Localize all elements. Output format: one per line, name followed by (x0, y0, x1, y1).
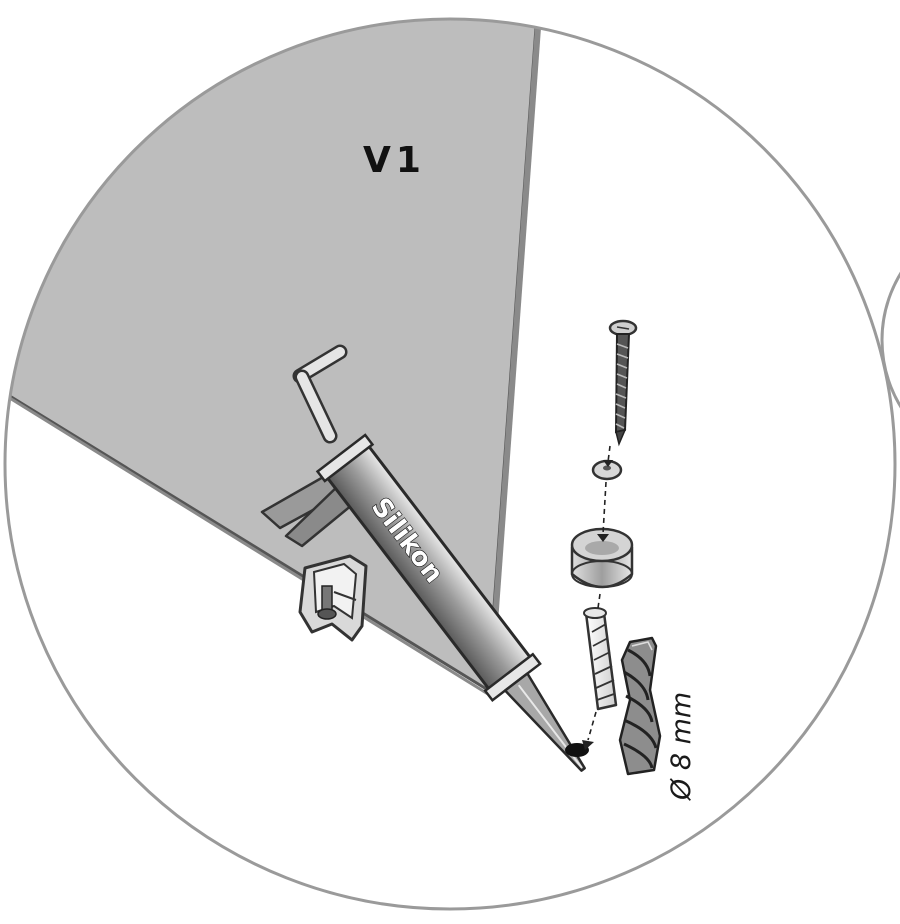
arrowheads (582, 460, 613, 750)
drill-hole-icon (565, 743, 589, 757)
silicone-cartridge-icon: Silikon (260, 433, 586, 772)
wall-plug-icon (583, 607, 618, 711)
rubber-cap-icon (570, 527, 634, 589)
glass-panel-edge (487, 19, 543, 693)
drill-bit-icon (618, 636, 662, 776)
glass-panel-bottom-edge (5, 390, 489, 696)
detail-circle-outline (3, 17, 897, 911)
drill-diameter-label: Ø 8 mm (666, 692, 697, 801)
panel-label: V1 (363, 140, 426, 181)
hex-key-icon (292, 344, 348, 444)
panel-clamp-icon (298, 554, 368, 642)
screw-icon (608, 319, 638, 447)
assembly-guide-arrows (587, 445, 611, 741)
